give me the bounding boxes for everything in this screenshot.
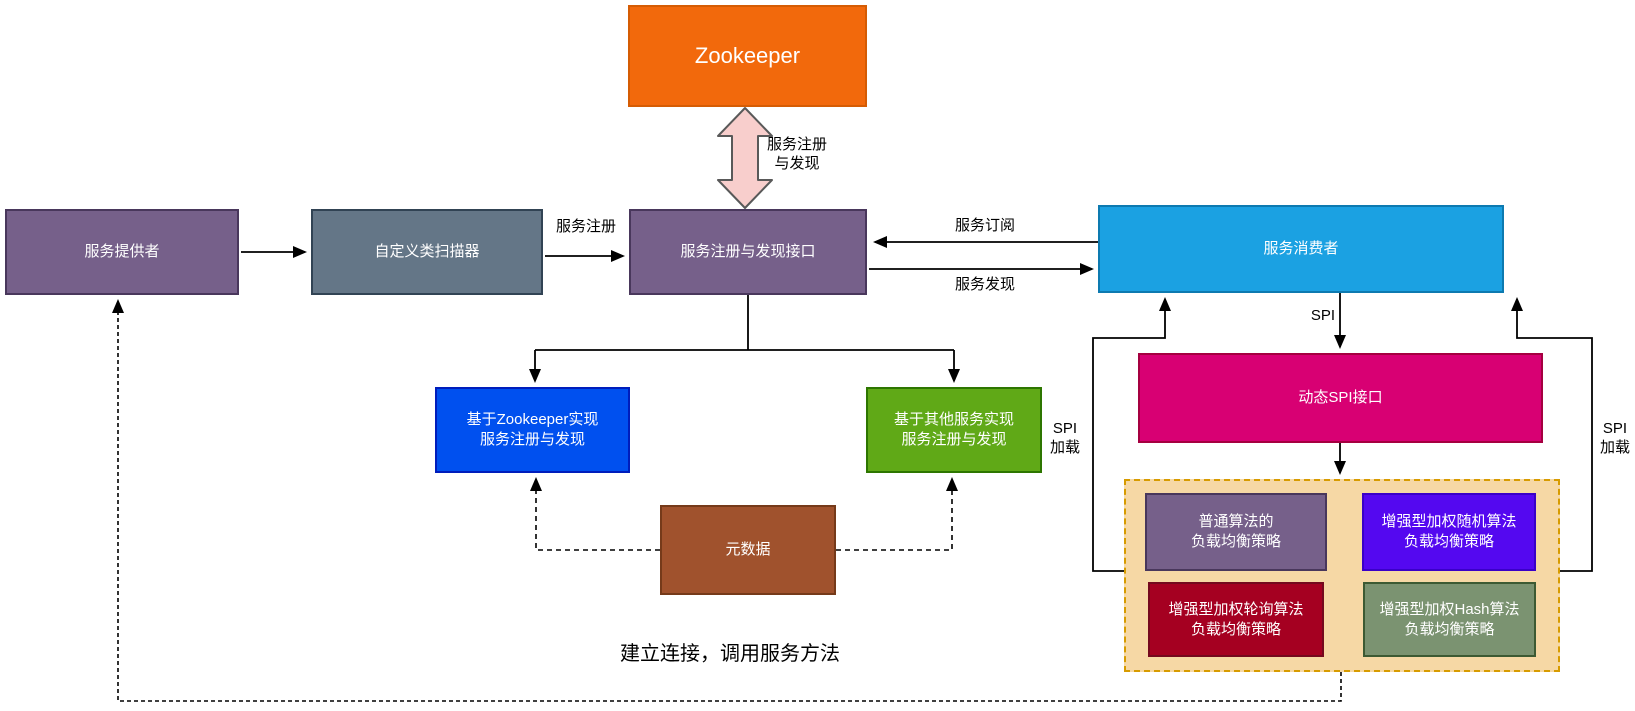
edge-label-service-register: 服务注册 bbox=[555, 218, 616, 235]
node-strategy-weighted-round-robin: 增强型加权轮询算法 负载均衡策略 bbox=[1148, 582, 1324, 657]
node-dynamic-spi-interface: 动态SPI接口 bbox=[1138, 353, 1543, 443]
edge-label-connect-invoke: 建立连接，调用服务方法 bbox=[620, 643, 840, 665]
node-service-consumer: 服务消费者 bbox=[1098, 205, 1504, 293]
node-service-provider: 服务提供者 bbox=[5, 209, 239, 295]
connector-metadata-other-impl bbox=[836, 477, 958, 551]
edge-label-spi: SPI bbox=[1310, 307, 1336, 324]
node-metadata: 元数据 bbox=[660, 505, 836, 595]
connector-strategies-consumer-right bbox=[1511, 297, 1593, 572]
connector-strategies-consumer-left bbox=[1092, 297, 1171, 572]
node-other-service-impl: 基于其他服务实现 服务注册与发现 bbox=[866, 387, 1042, 473]
connector-strategies-provider-connect bbox=[112, 299, 1342, 702]
node-strategy-weighted-hash: 增强型加权Hash算法 负载均衡策略 bbox=[1363, 582, 1536, 657]
edge-label-spi-load-left: SPI 加载 bbox=[1049, 420, 1080, 456]
edge-label-spi-load-right: SPI 加载 bbox=[1599, 420, 1630, 456]
connector-metadata-zk-impl bbox=[530, 477, 660, 551]
connector-registry-branch bbox=[535, 295, 954, 351]
node-zookeeper-impl: 基于Zookeeper实现 服务注册与发现 bbox=[435, 387, 630, 473]
node-strategy-normal: 普通算法的 负载均衡策略 bbox=[1145, 493, 1327, 571]
node-registry-discovery-interface: 服务注册与发现接口 bbox=[629, 209, 867, 295]
edge-label-service-subscribe: 服务订阅 bbox=[954, 217, 1015, 234]
edge-label-register-and-discover: 服务注册 与发现 bbox=[766, 136, 827, 172]
node-strategy-weighted-random: 增强型加权随机算法 负载均衡策略 bbox=[1362, 493, 1536, 571]
node-custom-class-scanner: 自定义类扫描器 bbox=[311, 209, 543, 295]
double-arrow-zookeeper-registry bbox=[717, 107, 773, 209]
node-zookeeper: Zookeeper bbox=[628, 5, 867, 107]
edge-label-service-discover: 服务发现 bbox=[954, 276, 1015, 293]
